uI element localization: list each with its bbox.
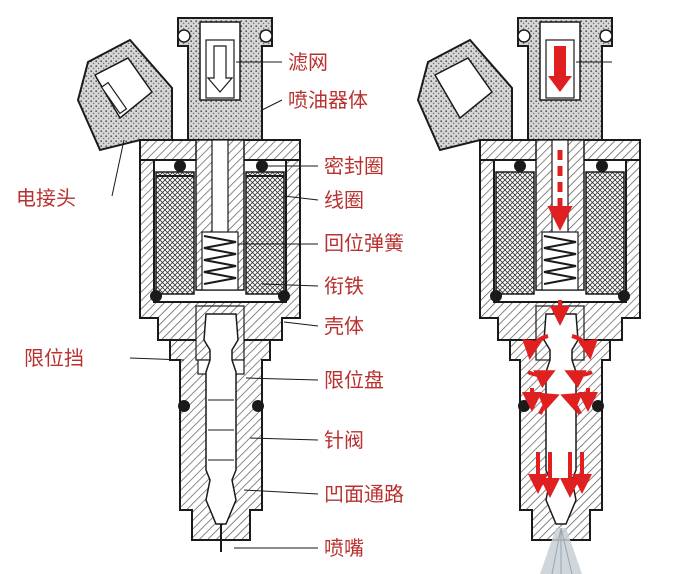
coil-left bbox=[155, 171, 195, 295]
left-injector bbox=[76, 17, 319, 552]
label-needle-valve: 针阀 bbox=[324, 428, 364, 452]
label-seal-ring: 密封圈 bbox=[324, 154, 384, 178]
filter-arrow bbox=[206, 45, 234, 93]
leader-lines bbox=[111, 61, 319, 549]
label-limit-stop: 限位挡 bbox=[24, 346, 84, 370]
fuel-flow-arrows bbox=[522, 300, 598, 498]
label-coil: 线圈 bbox=[324, 188, 364, 212]
label-nozzle: 喷嘴 bbox=[324, 536, 364, 560]
label-armature: 衔铁 bbox=[324, 274, 364, 298]
label-limit-disc: 限位盘 bbox=[324, 368, 384, 392]
component-labels: 滤网 喷油器体 密封圈 线圈 回位弹簧 衔铁 壳体 限位盘 针阀 凹面通路 喷嘴… bbox=[16, 50, 404, 560]
label-injector-body: 喷油器体 bbox=[288, 88, 368, 112]
needle-valve bbox=[203, 313, 239, 525]
return-spring bbox=[203, 235, 237, 285]
coil-right bbox=[245, 171, 285, 295]
label-groove-passage: 凹面通路 bbox=[324, 482, 404, 506]
label-connector: 电接头 bbox=[16, 186, 76, 210]
label-housing: 壳体 bbox=[324, 314, 364, 338]
flow-arrow-inlet bbox=[548, 46, 572, 92]
label-filter: 滤网 bbox=[288, 50, 328, 74]
housing-shell bbox=[139, 159, 301, 341]
right-injector bbox=[416, 17, 641, 574]
label-return-spring: 回位弹簧 bbox=[324, 231, 404, 255]
